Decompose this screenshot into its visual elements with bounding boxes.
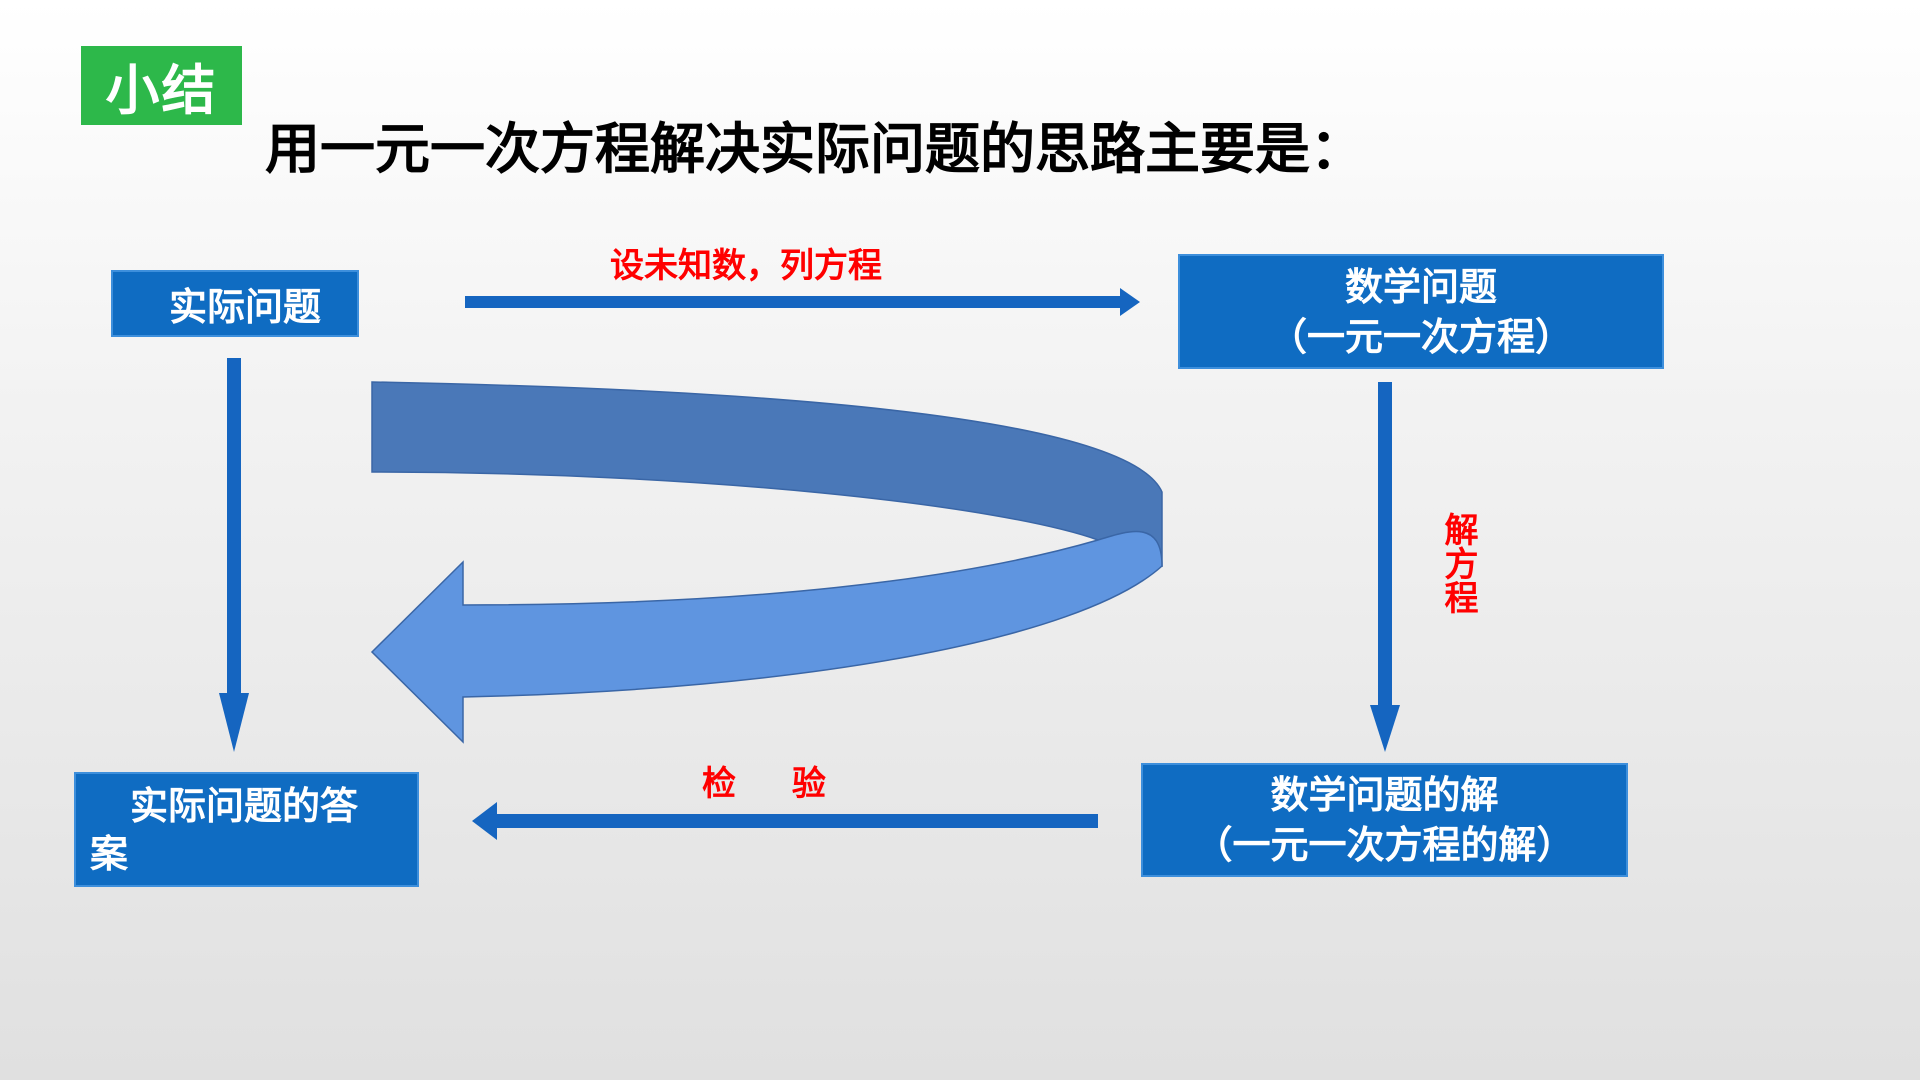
setup-equation-label: 设未知数，列方程 — [610, 246, 882, 286]
arrow-solve — [1370, 382, 1400, 752]
actual-answer-box: 实际问题的答 案 — [74, 772, 419, 887]
arrow-direct — [219, 358, 249, 752]
actual-problem-box: 实际问题 — [111, 270, 359, 337]
math-solution-box: 数学问题的解 （一元一次方程的解） — [1141, 763, 1628, 877]
arrow-check — [472, 802, 1098, 840]
actual-answer-label: 实际问题的答 — [130, 783, 359, 828]
math-problem-label: 数学问题 — [1344, 264, 1497, 309]
arrow-setup — [465, 288, 1140, 316]
check-label: 检 验 — [702, 764, 848, 804]
actual-problem-label: 实际问题 — [169, 285, 322, 329]
math-solution-sublabel: （一元一次方程的解） — [1194, 823, 1575, 867]
math-problem-box: 数学问题 （一元一次方程） — [1178, 254, 1664, 369]
actual-answer-label-cont: 案 — [90, 831, 129, 876]
summary-badge: 小结 — [81, 46, 242, 125]
headline: 用一元一次方程解决实际问题的思路主要是： — [265, 117, 1366, 181]
math-solution-label: 数学问题的解 — [1270, 773, 1499, 817]
curved-return-arrow — [370, 381, 1163, 744]
solve-equation-label: 解方程 — [1438, 512, 1478, 614]
math-problem-sublabel: （一元一次方程） — [1268, 314, 1573, 359]
